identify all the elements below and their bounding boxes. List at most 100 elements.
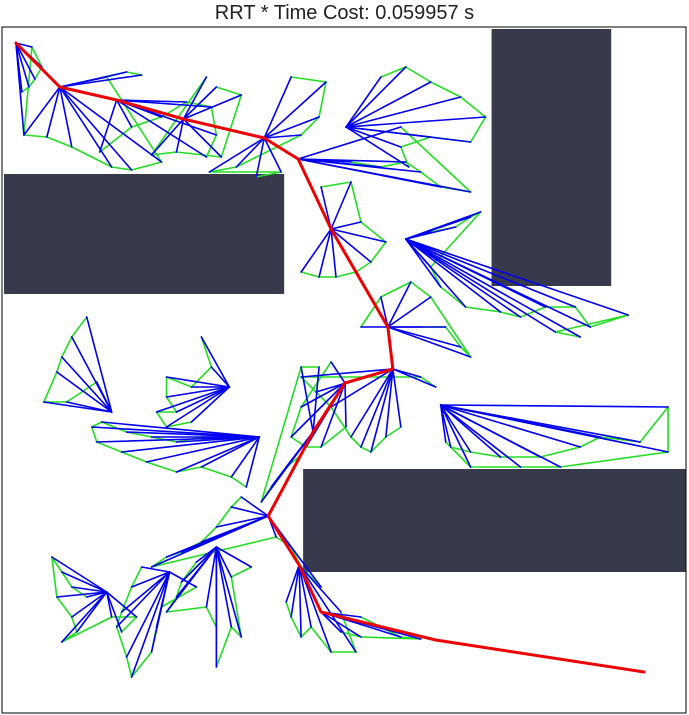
rewire-edge bbox=[230, 566, 253, 578]
rewire-edge bbox=[215, 86, 243, 96]
tree-edge bbox=[230, 436, 261, 478]
rewire-edge bbox=[370, 436, 387, 453]
tree-edge bbox=[59, 86, 133, 171]
rewire-edge bbox=[320, 426, 347, 448]
rewire-edge bbox=[70, 146, 113, 168]
rewire-edge bbox=[130, 161, 163, 171]
rewire-edge bbox=[90, 421, 103, 428]
rewire-edge bbox=[51, 556, 63, 573]
tree-edge bbox=[155, 386, 231, 413]
obstacles-layer bbox=[3, 29, 686, 572]
tree-edge bbox=[387, 326, 472, 358]
tree-edge bbox=[387, 296, 432, 328]
tree-edge bbox=[56, 371, 113, 413]
tree-edge bbox=[290, 382, 346, 438]
tree-edge bbox=[300, 366, 314, 433]
rewire-edge bbox=[300, 116, 320, 136]
rewire-edge bbox=[230, 576, 243, 638]
rewire-edge bbox=[90, 426, 98, 443]
rewire-edge bbox=[125, 656, 133, 678]
tree-edge bbox=[215, 546, 243, 638]
tree-edge bbox=[160, 571, 171, 608]
tree-edge bbox=[405, 238, 502, 313]
tree-edge bbox=[345, 76, 382, 128]
tree-edge bbox=[405, 238, 467, 308]
tree-edge bbox=[312, 366, 320, 433]
tree-edge bbox=[330, 361, 346, 384]
tree-edge bbox=[439, 404, 669, 453]
rewire-edge bbox=[150, 76, 208, 156]
tree-edge bbox=[263, 134, 302, 139]
rewire-edge bbox=[370, 241, 387, 263]
rewire-edge bbox=[469, 116, 487, 143]
rewire-edge bbox=[66, 381, 98, 403]
tree-edge bbox=[165, 376, 231, 388]
tree-edge bbox=[95, 381, 113, 413]
obstacle-3 bbox=[303, 469, 686, 572]
tree-edge bbox=[43, 401, 113, 413]
rewire-edge bbox=[130, 651, 153, 678]
tree-edge bbox=[168, 571, 198, 588]
rewire-edge bbox=[51, 556, 58, 598]
rewire-edge bbox=[469, 451, 502, 458]
tree-edge bbox=[345, 126, 432, 138]
rewire-edge bbox=[360, 636, 422, 640]
rewire-edge bbox=[61, 616, 113, 643]
tree-edge bbox=[263, 81, 327, 139]
optimal-path bbox=[14, 41, 646, 674]
tree-edge bbox=[320, 611, 362, 638]
tree-edge bbox=[439, 404, 562, 468]
tree-edge bbox=[98, 99, 118, 153]
tree-edge bbox=[344, 382, 347, 428]
rewire-edge bbox=[175, 466, 203, 473]
rewire-edge bbox=[165, 606, 208, 613]
rewire-edge bbox=[61, 571, 73, 588]
tree-edge bbox=[215, 546, 233, 628]
tree-edge bbox=[70, 591, 108, 618]
rewire-edge bbox=[318, 81, 327, 118]
tree-edge bbox=[300, 368, 394, 378]
tree-edge bbox=[182, 118, 223, 158]
tree-edge bbox=[405, 238, 522, 318]
tree-edge bbox=[125, 571, 171, 658]
tree-edge bbox=[150, 515, 270, 568]
tree-edge bbox=[405, 238, 442, 288]
rewire-edge bbox=[56, 356, 63, 373]
rewire-edge bbox=[70, 616, 78, 633]
tree-edge bbox=[66, 401, 113, 413]
tree-edge bbox=[439, 404, 447, 443]
rewire-edge bbox=[360, 446, 372, 453]
tree-edge bbox=[439, 404, 472, 453]
tree-edge bbox=[439, 404, 669, 408]
rewire-edge bbox=[459, 96, 487, 118]
rewire-edge bbox=[290, 76, 327, 83]
rewire-edge bbox=[429, 81, 462, 98]
tree-edge bbox=[70, 586, 108, 593]
tree-edge bbox=[297, 158, 422, 173]
rewire-edge bbox=[200, 336, 213, 368]
tree-edge bbox=[59, 86, 113, 168]
rewire-edge bbox=[554, 331, 582, 338]
rewire-edge bbox=[110, 166, 133, 171]
tree-edge bbox=[255, 137, 266, 178]
rewire-edge bbox=[215, 506, 233, 528]
tree-edge bbox=[345, 126, 402, 148]
tree-edge bbox=[330, 228, 387, 243]
rewire-edge bbox=[519, 306, 547, 318]
rewire-edge bbox=[205, 606, 218, 628]
rewire-edge bbox=[235, 134, 302, 168]
rewire-edge bbox=[350, 436, 362, 448]
tree-edge bbox=[320, 611, 342, 633]
tree-edge bbox=[115, 571, 171, 628]
tree-edge bbox=[175, 386, 231, 413]
tree-edge bbox=[61, 356, 113, 413]
tree-edge bbox=[182, 94, 243, 120]
tree-edge bbox=[345, 66, 407, 128]
tree-edge bbox=[100, 421, 261, 438]
rewire-edge bbox=[175, 581, 183, 598]
rewire-edge bbox=[405, 66, 432, 83]
tree-edge bbox=[200, 336, 231, 388]
tree-edge bbox=[46, 86, 61, 138]
rewire-edge bbox=[230, 626, 243, 638]
tree-edge bbox=[115, 99, 213, 108]
